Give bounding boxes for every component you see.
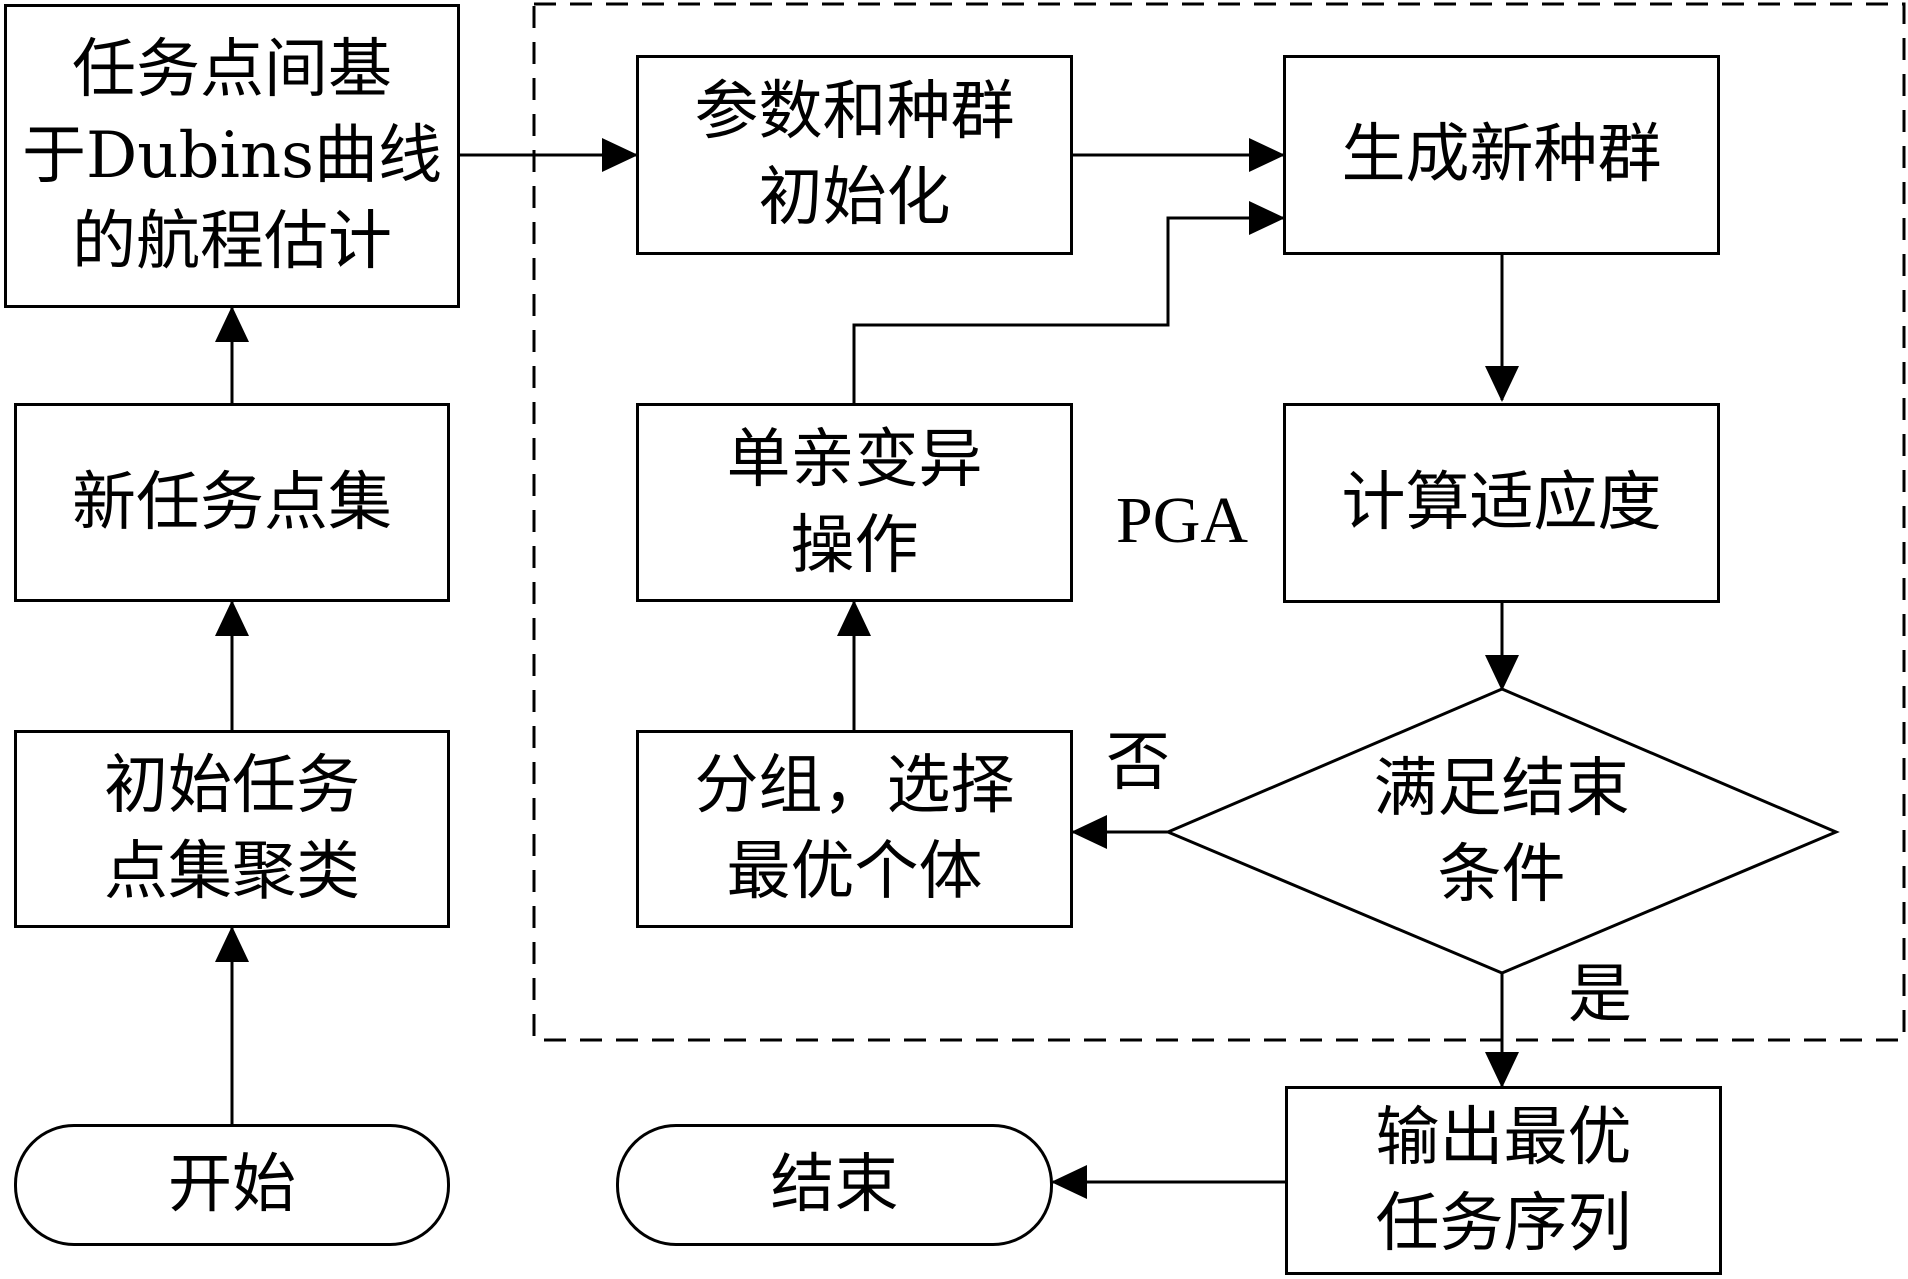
dubins-estimate-line-3: 的航程估计: [72, 205, 392, 279]
fitness-label: 计算适应度: [1341, 466, 1662, 540]
grouping-line-2: 最优个体: [726, 835, 983, 909]
output-line-1: 输出最优: [1375, 1100, 1632, 1175]
end-terminal: 结束: [616, 1124, 1053, 1246]
output-box: 输出最优 任务序列: [1285, 1086, 1722, 1275]
initial-clustering-box: 初始任务 点集聚类: [14, 730, 450, 928]
end-label: 结束: [770, 1148, 899, 1222]
generate-population-box: 生成新种群: [1283, 55, 1720, 255]
mutation-box: 单亲变异 操作: [636, 403, 1073, 602]
end-condition-diamond: [1164, 687, 1840, 975]
arrow-mutation-to-generate: [852, 201, 1285, 403]
yes-label: 是: [1568, 958, 1632, 1032]
initial-clustering-line-1: 初始任务: [104, 749, 360, 823]
new-task-set-box: 新任务点集: [14, 403, 450, 602]
pga-region-border: [532, 2, 1906, 1042]
start-terminal: 开始: [14, 1124, 450, 1246]
init-population-line-2: 初始化: [758, 161, 951, 235]
dubins-estimate-line-1: 任务点间基: [72, 33, 392, 107]
grouping-box: 分组，选择 最优个体: [636, 730, 1073, 928]
dubins-estimate-box: 任务点间基 于Dubins曲线 的航程估计: [4, 4, 460, 308]
end-condition-line-2: 条件: [1437, 838, 1566, 912]
end-condition-text: 满足结束 条件: [1283, 730, 1720, 934]
init-population-box: 参数和种群 初始化: [636, 55, 1073, 255]
no-label: 否: [1106, 726, 1170, 800]
initial-clustering-line-2: 点集聚类: [104, 835, 360, 909]
new-task-set-label: 新任务点集: [72, 465, 392, 540]
start-label: 开始: [168, 1148, 296, 1222]
mutation-line-2: 操作: [790, 508, 919, 583]
dubins-estimate-line-2: 于Dubins曲线: [21, 119, 443, 193]
end-condition-line-1: 满足结束: [1373, 752, 1630, 826]
mutation-line-1: 单亲变异: [726, 422, 983, 497]
init-population-line-1: 参数和种群: [694, 75, 1015, 149]
grouping-line-1: 分组，选择: [694, 749, 1015, 823]
pga-label: PGA: [1116, 484, 1249, 557]
fitness-box: 计算适应度: [1283, 403, 1720, 603]
generate-population-label: 生成新种群: [1341, 118, 1662, 192]
output-line-2: 任务序列: [1375, 1186, 1632, 1261]
